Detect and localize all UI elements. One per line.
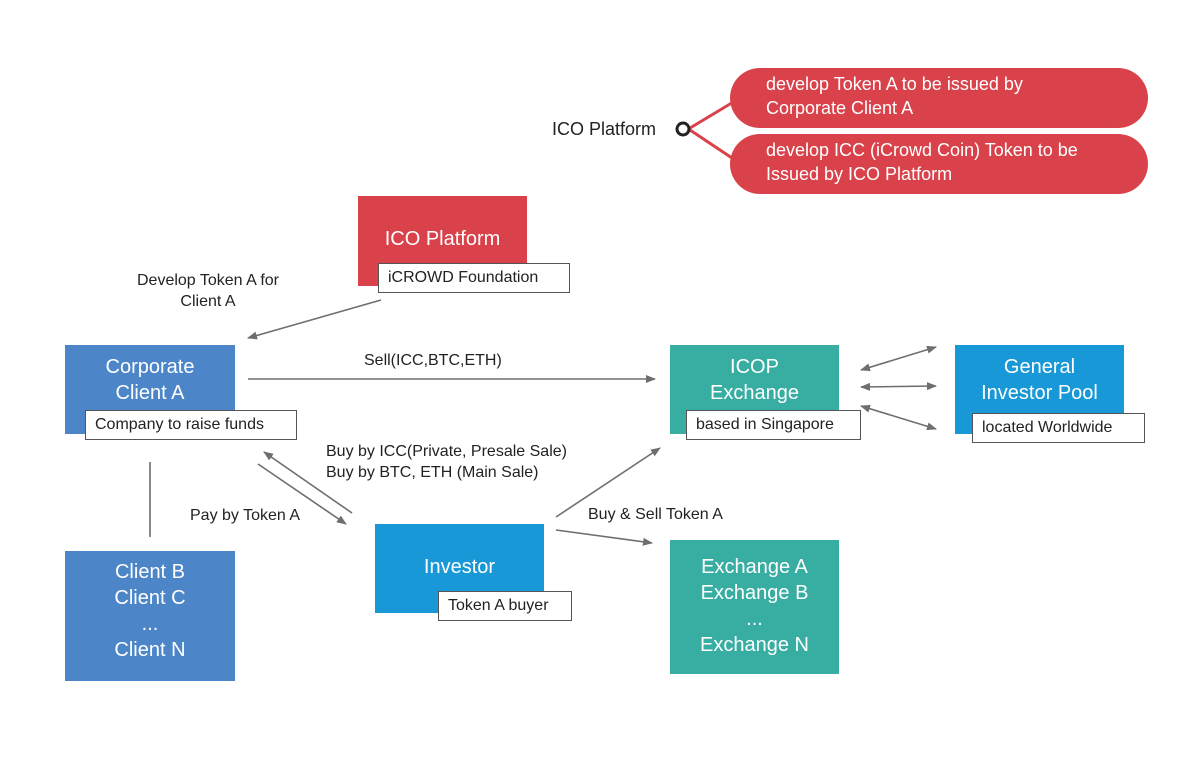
client-line-3: ... (141, 613, 159, 635)
client-line-1: Client B (114, 561, 186, 583)
icop-exchange-tag: based in Singapore (686, 410, 861, 440)
investor-pool-tag: located Worldwide (972, 413, 1145, 443)
arrow-pool-3 (860, 404, 937, 431)
corporate-client-tag: Company to raise funds (85, 410, 297, 440)
arrow-pay (257, 463, 347, 525)
legend-pill-token-a: develop Token A to be issued by Corporat… (730, 68, 1148, 128)
legend-label: ICO Platform (552, 119, 657, 139)
icop-exchange-title-1: ICOP (730, 356, 779, 378)
legend-pill-icc-line-2: Issued by ICO Platform (766, 164, 953, 184)
label-sell: Sell(ICC,BTC,ETH) (364, 352, 502, 369)
arrow-investor-icop (555, 447, 661, 518)
arrow-pool-1 (860, 345, 937, 372)
label-develop-line-2: Client A (180, 293, 236, 310)
ico-platform-tag: iCROWD Foundation (378, 263, 570, 293)
label-buy-sell: Buy & Sell Token A (588, 506, 723, 523)
legend-pill-token-a-line-2: Corporate Client A (766, 98, 914, 118)
corporate-client-title-2: Client A (115, 382, 185, 404)
client-line-4: Client N (114, 639, 186, 661)
investor-title: Investor (423, 556, 496, 578)
client-line-2: Client C (114, 587, 186, 609)
investor-pool-title-2: Investor Pool (981, 382, 1098, 404)
legend-node (675, 121, 691, 137)
corporate-client-title-1: Corporate (105, 356, 195, 378)
arrow-buy (263, 451, 353, 514)
investor-pool-title-1: General (1003, 356, 1076, 378)
exchange-line-4: Exchange N (700, 634, 809, 656)
label-develop-line-1: Develop Token A for (136, 272, 280, 289)
exchange-line-1: Exchange A (701, 556, 808, 578)
investor-tag: Token A buyer (438, 591, 572, 621)
legend-pill-icc-line-1: develop ICC (iCrowd Coin) Token to be (766, 140, 1078, 160)
exchange-line-2: Exchange B (700, 582, 809, 604)
legend-branch-top (689, 99, 736, 130)
arrow-investor-exchange (555, 529, 653, 546)
icop-exchange-title-2: Exchange (710, 382, 799, 404)
label-develop: Develop Token A for Client A (128, 270, 288, 312)
label-buy-line-2: Buy by BTC, ETH (Main Sale) (326, 464, 539, 481)
legend-pill-token-a-line-1: develop Token A to be issued by (766, 74, 1023, 94)
label-buy-line-1: Buy by ICC(Private, Presale Sale) (326, 443, 567, 460)
ico-platform-title: ICO Platform (384, 228, 501, 250)
arrow-pool-2 (860, 382, 937, 391)
exchanges-box: Exchange A Exchange B ... Exchange N (670, 540, 839, 674)
label-buy: Buy by ICC(Private, Presale Sale) Buy by… (326, 441, 567, 483)
arrow-develop (247, 299, 382, 340)
label-pay: Pay by Token A (190, 507, 300, 524)
exchange-line-3: ... (746, 608, 763, 630)
legend-branch-bottom (689, 128, 736, 162)
legend-pill-icc: develop ICC (iCrowd Coin) Token to be Is… (730, 134, 1148, 194)
other-clients-box: Client B Client C ... Client N (65, 551, 235, 681)
